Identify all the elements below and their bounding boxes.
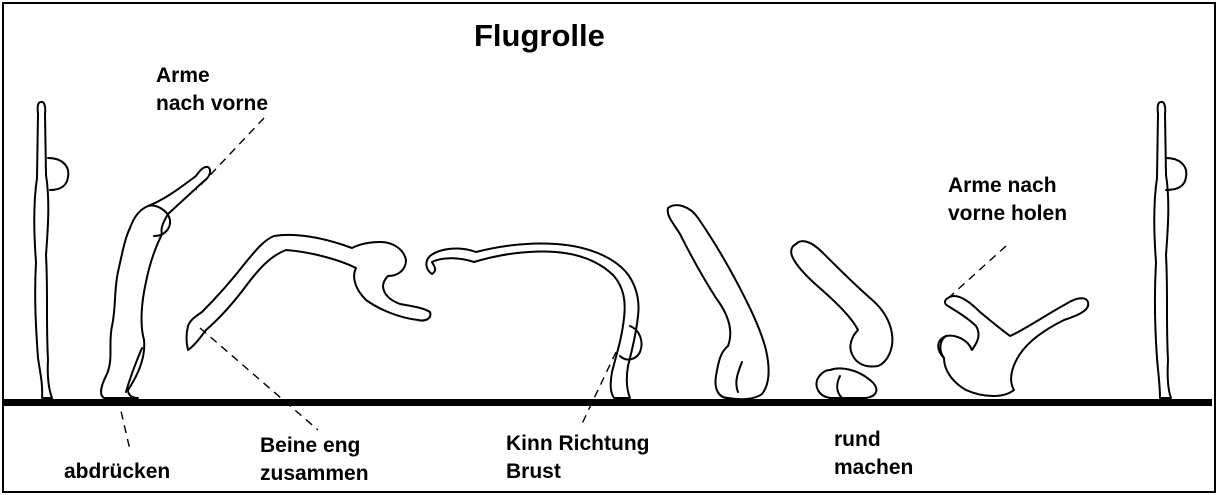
label-arme-nach-vorne: Arme nach vorne — [156, 62, 268, 118]
standing-figure-end — [1154, 102, 1186, 398]
leader-arme-nach-vorne — [196, 118, 264, 190]
label-abdruecken: abdrücken — [64, 458, 170, 486]
label-line: rund — [834, 426, 913, 454]
seated-figure — [938, 296, 1088, 396]
label-line: Brust — [506, 458, 649, 486]
label-line: machen — [834, 454, 913, 482]
label-line: abdrücken — [64, 458, 170, 486]
label-line: Arme — [156, 62, 268, 90]
label-line: nach vorne — [156, 90, 268, 118]
label-line: zusammen — [260, 460, 369, 488]
floor-line — [4, 399, 1212, 406]
label-line: Beine eng — [260, 432, 369, 460]
label-line: Arme nach — [948, 172, 1067, 200]
diagram-title: Flugrolle — [474, 18, 605, 54]
crouching-figure — [101, 167, 210, 398]
label-arme-nach-vorne-holen: Arme nach vorne holen — [948, 172, 1067, 228]
label-rund-machen: rund machen — [834, 426, 913, 482]
label-line: vorne holen — [948, 200, 1067, 228]
landing-figure — [426, 243, 641, 398]
tucked-rolling-figure — [791, 241, 892, 398]
flight-figure — [187, 235, 431, 350]
label-beine-eng-zusammen: Beine eng zusammen — [260, 432, 369, 488]
leader-beine-eng — [200, 328, 318, 430]
label-line: Kinn Richtung — [506, 430, 649, 458]
leader-arme-holen — [944, 246, 1006, 302]
standing-figure-start — [34, 102, 68, 398]
label-kinn-richtung-brust: Kinn Richtung Brust — [506, 430, 649, 486]
inverted-rolling-figure — [668, 205, 769, 399]
